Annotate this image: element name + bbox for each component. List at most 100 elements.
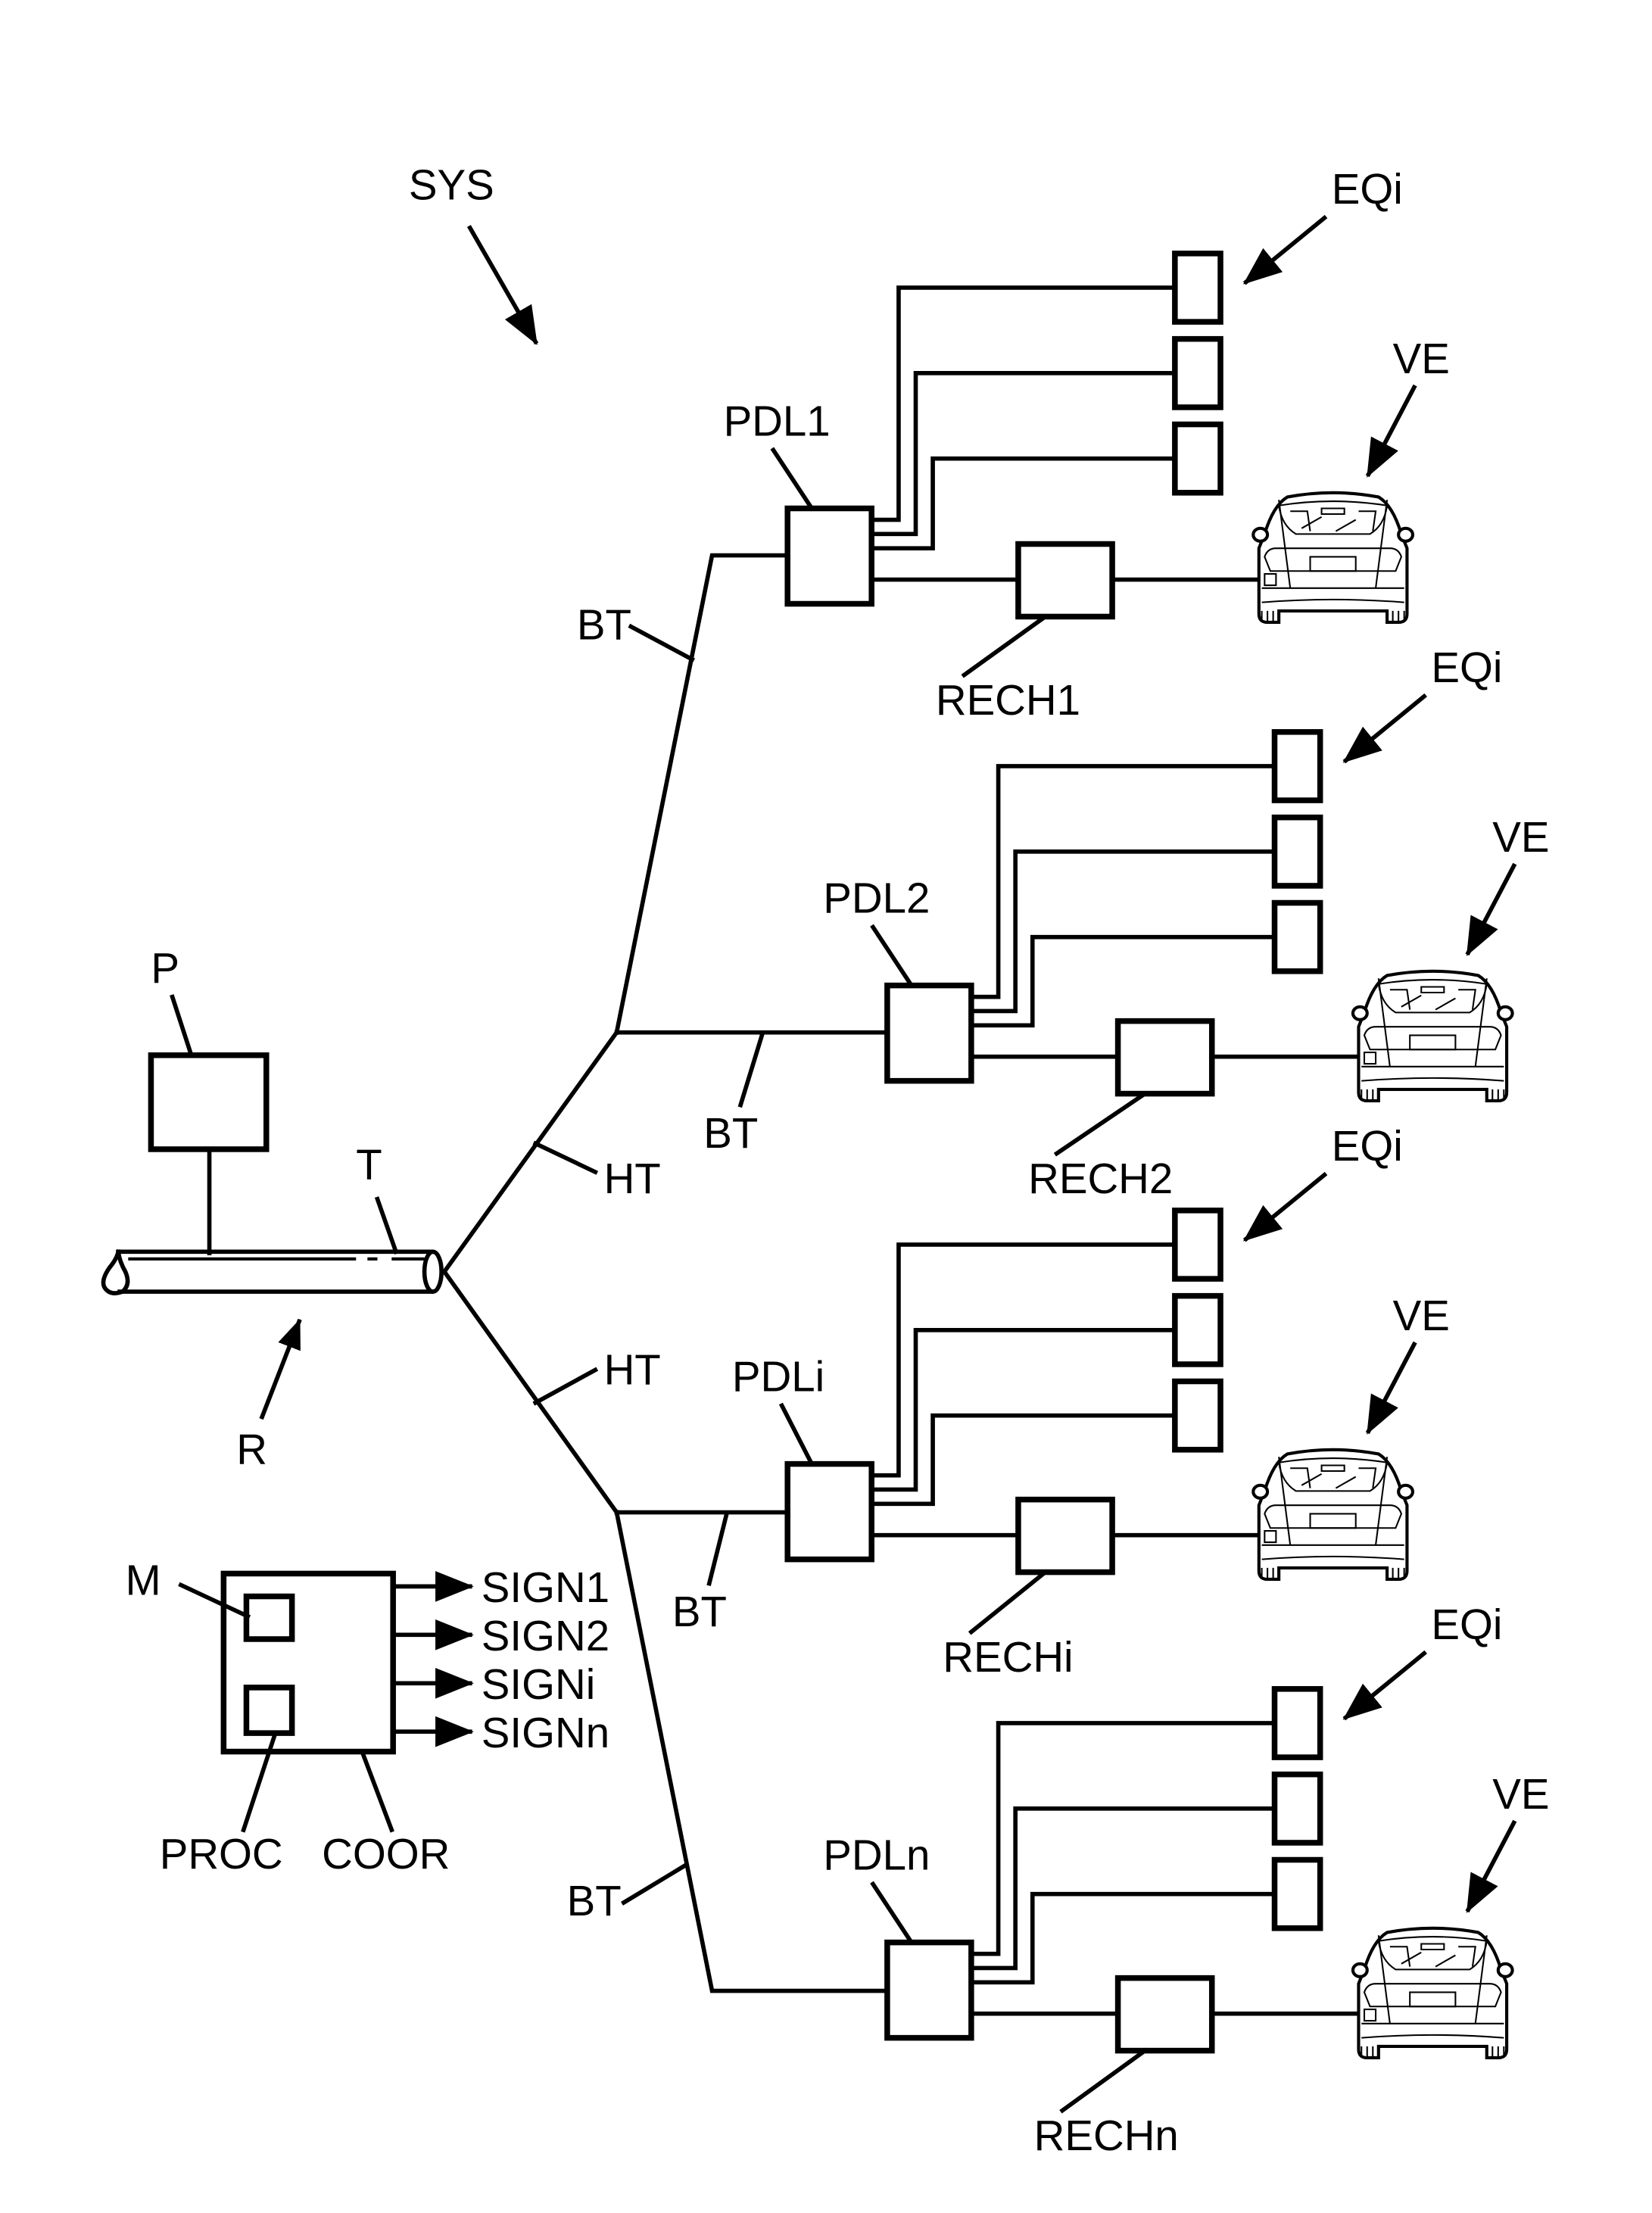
charger-box [1114,1975,1215,2054]
network-label: R [236,1426,267,1473]
coordinator-leader [360,1751,394,1833]
vehicle-arrow [1365,384,1417,478]
charger-box [1015,541,1115,620]
electric-vehicle-icon [1353,1928,1513,2058]
ht-upper-line [441,1029,620,1275]
pdl-box [884,982,974,1084]
equipment-label: EQi [1431,644,1502,691]
equipment-wire [969,1891,1277,1985]
pdl-leader [770,447,815,512]
ht-lower-label: HT [604,1345,661,1393]
charger-label: RECH2 [1028,1155,1173,1202]
system-label: SYS [409,161,494,208]
equipment-box [1172,421,1223,496]
charger-label: RECHi [943,1633,1073,1681]
equipment-box [1172,1292,1223,1367]
vehicle-arrow [1465,1819,1517,1913]
equipment-label: EQi [1431,1601,1502,1648]
memory-leader [178,1582,251,1619]
vehicle-label: VE [1393,335,1450,382]
producer-label: P [151,944,179,992]
pipe-leader [374,1196,399,1255]
bt-leader-1 [628,623,696,662]
ht-lower-leader [532,1367,599,1406]
charger-leader [968,1569,1049,1635]
bt-label-i: BT [672,1588,727,1635]
equipment-box [1271,1771,1323,1846]
charger-box [1114,1018,1215,1097]
processor-label: PROC [160,1830,283,1878]
charger-label: RECHn [1034,2112,1179,2159]
bt-line-n [614,1510,890,1993]
signal-label: SIGNi [482,1660,595,1708]
charger-label: RECH1 [936,676,1080,724]
equipment-arrow [1342,1650,1427,1721]
memory-box [243,1593,295,1642]
pdl-label: PDLn [823,1831,930,1879]
charger-leader [1059,2047,1149,2114]
equipment-box [1172,1208,1223,1282]
bt-leader-i [706,1512,729,1587]
producer-box [148,1052,270,1152]
equipment-wire [869,370,1177,537]
signal-label: SIGNn [482,1709,609,1756]
equipment-wire [969,1806,1277,1971]
pipe [101,1249,444,1295]
signal-label: SIGN1 [482,1563,609,1611]
equipment-box [1271,1686,1323,1760]
equipment-wire [869,456,1177,550]
pdl-leader [778,1402,815,1467]
equipment-box [1271,814,1323,889]
equipment-wire [869,1242,1177,1478]
equipment-wire [869,1413,1177,1507]
equipment-box [1271,1856,1323,1931]
processor-box [243,1685,295,1736]
bt-label-2: BT [703,1109,758,1157]
bt-label-n: BT [567,1877,622,1925]
pdl-box [884,1939,974,2041]
pdl-label: PDL2 [823,874,930,922]
equipment-label: EQi [1332,1122,1403,1170]
processor-leader [241,1731,278,1833]
pdl-label: PDL1 [724,397,831,445]
pdl-label: PDLi [732,1353,824,1401]
equipment-wire [969,764,1277,999]
system-arrow [466,225,539,345]
charger-leader [961,613,1049,678]
pdl-leader [870,1881,915,1946]
pdl-box [784,505,874,607]
equipment-arrow [1342,693,1427,764]
equipment-wire [869,1327,1177,1492]
bt-leader-2 [737,1032,765,1108]
pdl-box [784,1460,874,1563]
equipment-box [1172,335,1223,410]
vehicle-label: VE [1492,1770,1549,1818]
charger-leader [1053,1090,1149,1157]
vehicle-label: VE [1492,813,1549,861]
electric-vehicle-icon [1353,971,1513,1101]
ht-lower-line [441,1268,620,1516]
equipment-arrow [1242,1171,1328,1242]
equipment-box [1271,899,1323,974]
signal-label: SIGN2 [482,1612,609,1660]
vehicle-label: VE [1393,1292,1450,1339]
bt-label-1: BT [577,601,631,649]
producer-leader [170,994,194,1057]
equipment-label: EQi [1332,165,1403,213]
pdl-leader [870,924,915,989]
coordinator-label: COOR [322,1830,450,1878]
equipment-wire [969,849,1277,1014]
equipment-box [1172,1378,1223,1453]
network-arrow [259,1318,302,1420]
electric-vehicle-icon [1253,1450,1413,1579]
bt-line-1 [614,553,790,1036]
charger-box [1015,1496,1115,1576]
memory-label: M [126,1557,161,1604]
vehicle-arrow [1465,862,1517,956]
pipe-label: T [356,1140,382,1188]
ht-upper-label: HT [604,1155,661,1202]
equipment-wire [869,285,1177,522]
